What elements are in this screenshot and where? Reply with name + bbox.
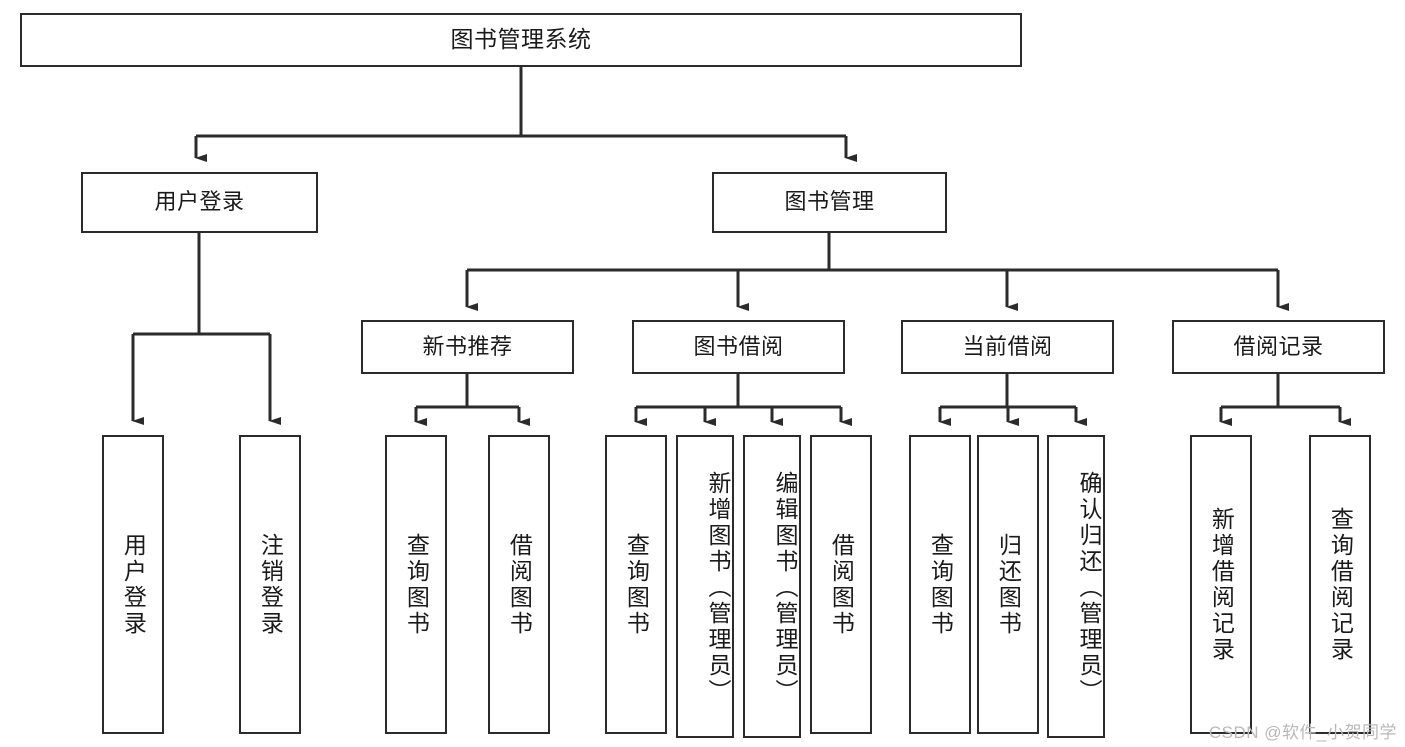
node-book-borrow[interactable]: 图书借阅 (632, 320, 845, 374)
node-current-borrow[interactable]: 当前借阅 (901, 320, 1114, 374)
leaf-query-book-borrow[interactable]: 查询图书 (605, 435, 667, 734)
leaf-logout[interactable]: 注销登录 (239, 435, 301, 734)
leaf-return-book[interactable]: 归还图书 (977, 435, 1039, 734)
node-book-management[interactable]: 图书管理 (712, 172, 947, 233)
leaf-add-borrow-record[interactable]: 新增借阅记录 (1190, 435, 1252, 734)
leaf-query-book-current[interactable]: 查询图书 (909, 435, 971, 734)
leaf-query-borrow-record[interactable]: 查询借阅记录 (1309, 435, 1371, 734)
node-root-book-management-system[interactable]: 图书管理系统 (20, 13, 1022, 67)
node-user-login[interactable]: 用户登录 (81, 172, 318, 233)
node-borrow-record[interactable]: 借阅记录 (1172, 320, 1385, 374)
leaf-user-login[interactable]: 用户登录 (102, 435, 164, 734)
leaf-edit-book-admin[interactable]: 编辑图书（管理员） (743, 435, 801, 738)
leaf-query-book-recommend[interactable]: 查询图书 (385, 435, 447, 734)
leaf-borrow-book-recommend[interactable]: 借阅图书 (488, 435, 550, 734)
watermark-text: CSDN @软件_小贺同学 (1208, 723, 1397, 742)
leaf-borrow-book[interactable]: 借阅图书 (810, 435, 872, 734)
node-new-book-recommend[interactable]: 新书推荐 (361, 320, 574, 374)
leaf-confirm-return-admin[interactable]: 确认归还（管理员） (1047, 435, 1105, 738)
leaf-add-book-admin[interactable]: 新增图书（管理员） (676, 435, 734, 738)
